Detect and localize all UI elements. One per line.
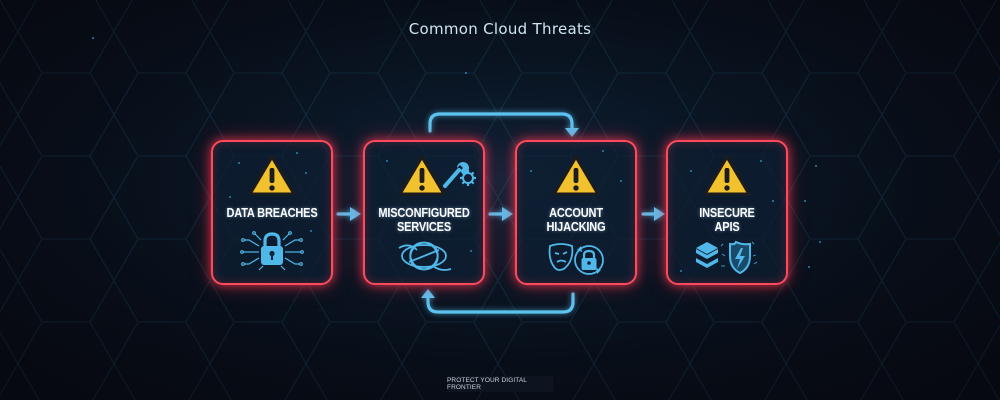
- threat-label-line1: INSECURE: [699, 206, 755, 220]
- arrow-curved-top: [428, 112, 574, 133]
- threat-label-line1: ACCOUNT: [549, 206, 603, 220]
- threat-label-line2: HIJACKING: [546, 220, 606, 234]
- padlock-circuit-icon: [240, 231, 304, 271]
- threat-label-line1: MISCONFIGURED: [378, 206, 470, 220]
- server-stack-shield-icon: [696, 240, 758, 275]
- warning-triangle-icon: [248, 155, 296, 196]
- warning-triangle-icon: [552, 155, 600, 196]
- threat-card-misconfigured-services: MISCONFIGURED SERVICES: [363, 140, 485, 285]
- threat-card-insecure-apis: INSECURE APIS: [666, 140, 788, 285]
- threat-card-data-breaches: DATA BREACHES: [211, 140, 333, 285]
- footer-tagline: PROTECT YOUR DIGITAL FRONTIER: [447, 376, 553, 392]
- threat-card-account-hijacking: ACCOUNT HIJACKING: [515, 140, 637, 285]
- wrench-gear-icon: [443, 162, 476, 188]
- warning-triangle-icon: [703, 155, 751, 196]
- threat-label: DATA BREACHES: [226, 206, 318, 220]
- arrow-curved-bottom: [426, 292, 575, 314]
- mask-and-lock-icon: [548, 243, 604, 275]
- diagram-title: Common Cloud Threats: [408, 20, 592, 38]
- threat-label-line2: SERVICES: [396, 220, 452, 234]
- threat-label-line2: APIS: [714, 220, 740, 234]
- warning-triangle-icon: [398, 155, 446, 196]
- tangled-knot-icon: [398, 241, 452, 271]
